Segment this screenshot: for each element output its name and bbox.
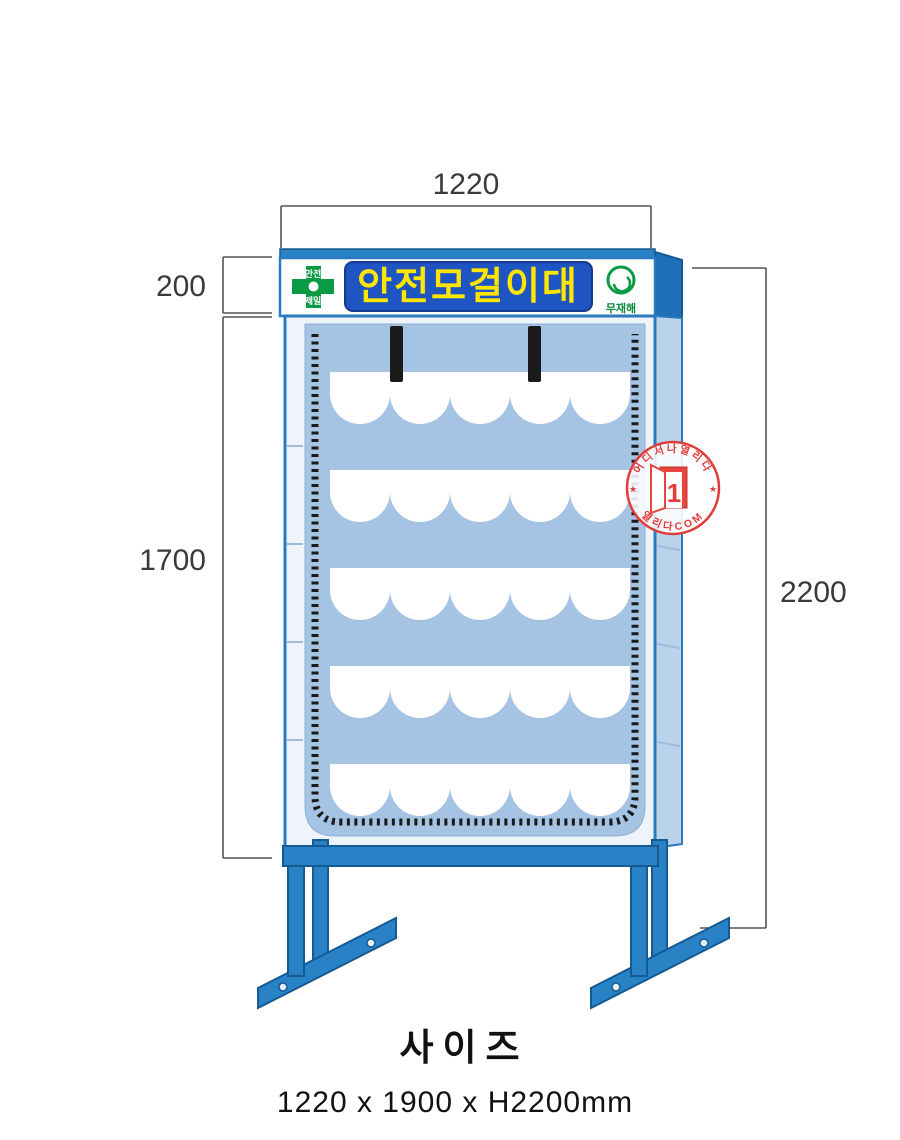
- dim-body-height: [222, 316, 272, 859]
- caption-size: 1220 x 1900 x H2200mm: [277, 1086, 633, 1119]
- helmet-row-2: [330, 470, 630, 522]
- shelf-line: [656, 545, 681, 551]
- helmet-row-5: [330, 764, 630, 816]
- door-opening: [665, 472, 682, 508]
- zero-accident-logo: 무재해: [606, 265, 636, 315]
- dim-total-height: [692, 267, 767, 929]
- door-number-text: 1: [667, 478, 681, 508]
- helmet-row-1: [330, 372, 630, 424]
- shelf-line: [656, 643, 681, 649]
- dim-width-top-label: 1220: [433, 168, 500, 201]
- front-rail: [282, 845, 659, 867]
- cross-center-dot: [308, 281, 319, 292]
- hanger-hook-right: [528, 326, 541, 382]
- rack-body: [283, 314, 683, 850]
- open-door-icon: 1: [650, 463, 688, 515]
- helmet-row-3: [330, 568, 630, 620]
- rack-header: 안전 제일 안전모걸이대 무재해: [278, 248, 683, 320]
- dim-header-height-label: 200: [156, 270, 206, 303]
- caption-title: 사이즈: [399, 1027, 528, 1068]
- bolt-hole: [611, 982, 621, 992]
- helmet-row-4: [330, 666, 630, 718]
- zero-accident-swoosh-icon: [612, 276, 632, 293]
- dim-header-height: [222, 256, 272, 314]
- shelf-line: [656, 741, 681, 747]
- cross-logo-top-text: 안전: [305, 268, 322, 279]
- hanger-hook-left: [390, 326, 403, 382]
- foot-left: [257, 916, 397, 1010]
- header-top-strip: [279, 248, 656, 259]
- body-side-face: [654, 314, 683, 850]
- helmet-rows: [330, 372, 630, 816]
- dim-width-top: [280, 205, 652, 248]
- zipper-trim: [311, 334, 639, 826]
- watermark-stamp: 어디서나열리다 열리다COM ★ ★ 1: [625, 440, 721, 536]
- door-leaf: [650, 463, 666, 515]
- bolt-hole: [366, 938, 376, 948]
- zero-accident-label: 무재해: [606, 301, 636, 315]
- bolt-hole: [278, 982, 288, 992]
- stamp-star-right: ★: [709, 484, 717, 494]
- safety-cross-logo: 안전 제일: [292, 266, 334, 308]
- cross-logo-bottom-text: 제일: [305, 295, 322, 306]
- dim-total-height-label: 2200: [780, 576, 847, 609]
- foot-right: [590, 916, 730, 1010]
- header-sign-text: 안전모걸이대: [357, 266, 579, 308]
- header-side-face: [654, 250, 683, 320]
- dim-body-height-label: 1700: [139, 544, 206, 577]
- bolt-hole: [699, 938, 709, 948]
- leg-post-front-left: [287, 865, 305, 977]
- header-sign-board: [344, 261, 593, 312]
- leg-post-front-right: [630, 865, 648, 977]
- stamp-star-left: ★: [629, 484, 637, 494]
- rack-legs: [257, 839, 730, 1010]
